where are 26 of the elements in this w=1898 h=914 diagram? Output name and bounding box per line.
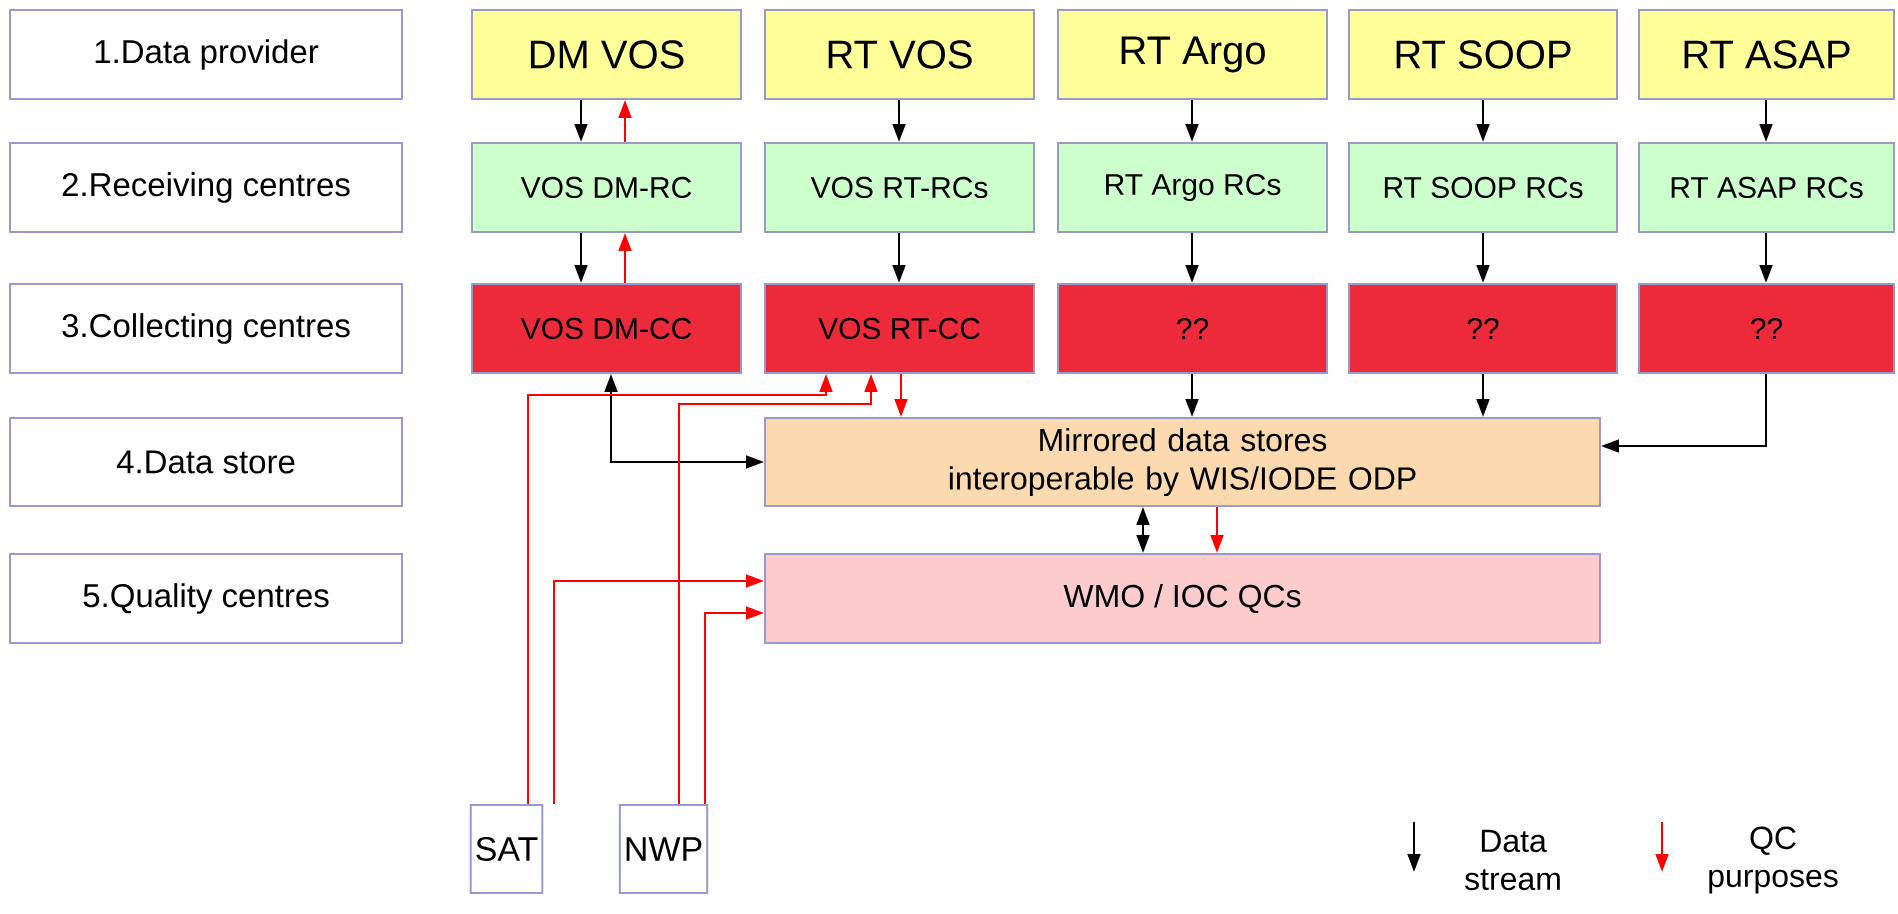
receiving-centre-box: VOS RT-RCs: [764, 142, 1035, 233]
data-store-box: Mirrored data stores interoperable by WIS/IODE ODP: [764, 417, 1601, 507]
receiving-centre-box: RT SOOP RCs: [1348, 142, 1618, 233]
row-label-box: 3.Collecting centres: [9, 283, 403, 374]
provider-box: RT ASAP: [1638, 9, 1895, 100]
quality-centre-box: WMO / IOC QCs: [764, 553, 1601, 644]
receiving-centre-box: RT Argo RCs: [1057, 142, 1328, 233]
legend-label: Data stream: [1465, 829, 1560, 891]
provider-box: RT Argo: [1057, 9, 1328, 100]
source-box: SAT: [469, 804, 544, 894]
legend-label: QC purposes: [1709, 826, 1838, 894]
receiving-centre-box: RT ASAP RCs: [1638, 142, 1895, 233]
provider-box: RT VOS: [764, 9, 1035, 100]
receiving-centre-box: VOS DM-RC: [471, 142, 742, 233]
row-label-box: 1.Data provider: [9, 9, 403, 100]
provider-box: RT SOOP: [1348, 9, 1618, 100]
collecting-centre-box: ??: [1057, 283, 1328, 374]
collecting-centre-box: VOS RT-CC: [764, 283, 1035, 374]
row-label-box: 2.Receiving centres: [9, 142, 403, 233]
row-label-box: 4.Data store: [9, 417, 403, 507]
collecting-centre-box: ??: [1638, 283, 1895, 374]
provider-box: DM VOS: [471, 9, 742, 100]
row-label-box: 5.Quality centres: [9, 553, 403, 644]
collecting-centre-box: ??: [1348, 283, 1618, 374]
source-box: NWP: [618, 804, 709, 894]
collecting-centre-box: VOS DM-CC: [471, 283, 742, 374]
